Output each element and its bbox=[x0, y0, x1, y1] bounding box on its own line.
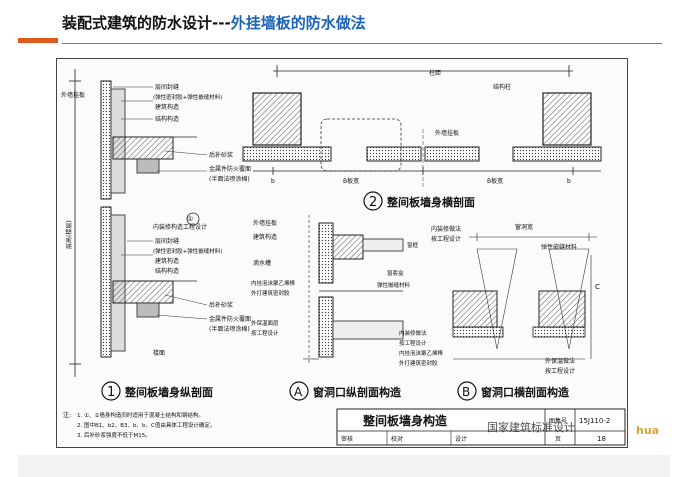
s1-label-6: 金属件防火覆面 bbox=[209, 165, 251, 173]
s1-label-11: 建筑构造 bbox=[155, 257, 179, 265]
a-label-5: 外保温面层 bbox=[251, 319, 279, 327]
s1-number: 1 bbox=[107, 385, 115, 400]
title-block-role-2: 校对 bbox=[391, 435, 403, 443]
s1-label-10: (弹性密封胶+弹性嵌缝材料) bbox=[153, 247, 222, 255]
a-label-13: 外打建筑密封胶 bbox=[399, 359, 438, 367]
a-label-6: 按工程设计 bbox=[251, 329, 279, 337]
title-block-role-1: 审核 bbox=[341, 435, 353, 443]
title-block-name: 整间板墙身构造 bbox=[362, 413, 448, 428]
title-block-role-3: 设计 bbox=[455, 435, 467, 443]
s1-label-0: 外墙挂板 bbox=[61, 91, 85, 99]
a-label-9: 窗框 bbox=[407, 241, 419, 249]
a-label-4: 外打建筑密封胶 bbox=[251, 289, 290, 297]
s1-label-14: 金属件防火覆面 bbox=[209, 315, 251, 323]
a-label-7: 窗套盒 bbox=[387, 269, 404, 277]
s1-number-circle bbox=[101, 381, 121, 401]
s1-label-9: 层间封缝 bbox=[155, 237, 179, 245]
title-block-atlas-label: 图集号 bbox=[549, 417, 567, 425]
s2-label-5: b bbox=[271, 178, 275, 185]
b-label-0: 内装修做法 bbox=[431, 225, 461, 233]
drawing-sheet: 外墙挂板 层间封缝 (弹性密封胶+弹性嵌缝材料) 建筑构造 结构构造 后补砂浆 … bbox=[56, 58, 628, 448]
a-title: 窗洞口纵剖面构造 bbox=[313, 385, 402, 399]
s1-label-5: 后补砂浆 bbox=[209, 151, 233, 159]
a-letter-circle bbox=[289, 381, 309, 401]
b-label-1: 按工程设计 bbox=[431, 235, 461, 243]
b-label-5: 按工程设计 bbox=[545, 367, 575, 375]
a-letter: A bbox=[294, 385, 303, 399]
s2-number-circle bbox=[363, 191, 383, 211]
s2-label-3: B板宽 bbox=[343, 177, 359, 185]
s1-label-15: (半面法喷涂棉) bbox=[209, 325, 250, 333]
section-1-drawing bbox=[69, 69, 208, 377]
a-label-10: 内装修做法 bbox=[399, 329, 427, 337]
note-2: 2. 图中B1、b2、B3、b、b、C值由具体工程设计确定。 bbox=[77, 421, 215, 429]
section-2-drawing bbox=[242, 65, 602, 189]
s1-label-4: 结构构造 bbox=[155, 115, 179, 123]
slide-header: 装配式建筑的防水设计---外挂墙板的防水做法 bbox=[0, 0, 688, 46]
s2-label-1: 结构柱 bbox=[493, 83, 511, 91]
drawing-watermark: 国家建筑标准设计 bbox=[487, 420, 575, 434]
s2-label-2: 外墙挂板 bbox=[435, 129, 459, 137]
s2-label-4: B板宽 bbox=[487, 177, 503, 185]
note-3: 3. 后补砂浆强度不低于M15。 bbox=[77, 431, 151, 439]
s1-label-12: 结构构造 bbox=[155, 267, 179, 275]
a-label-0: 外墙挂板 bbox=[253, 219, 277, 227]
construction-drawing: 外墙挂板 层间封缝 (弹性密封胶+弹性嵌缝材料) 建筑构造 结构构造 后补砂浆 … bbox=[61, 65, 626, 446]
s2-title: 整间板墙身横剖面 bbox=[386, 195, 475, 209]
s1-dim-height: 层高(楼层) bbox=[65, 220, 73, 249]
title-block-atlas-no: 15J110-2 bbox=[579, 417, 610, 425]
detail-b-drawing bbox=[452, 233, 597, 360]
next-slide-strip bbox=[18, 455, 670, 477]
a-label-1: 建筑构造 bbox=[253, 233, 277, 241]
s2-label-6: b bbox=[567, 178, 571, 185]
title-block-page-label: 页 bbox=[555, 436, 561, 443]
a-label-2: 滴水槽 bbox=[253, 259, 271, 267]
b-letter: B bbox=[462, 385, 470, 399]
s1-label-7: (半面法喷涂棉) bbox=[209, 175, 250, 183]
slide-title: 装配式建筑的防水设计---外挂墙板的防水做法 bbox=[62, 12, 366, 33]
b-label-3: 弹性嵌缝材料 bbox=[541, 243, 577, 251]
s2-label-0: 柱距 bbox=[429, 69, 441, 77]
a-label-8: 弹性嵌缝材料 bbox=[377, 281, 411, 289]
title-block-page-no: 18 bbox=[597, 435, 606, 443]
s1-title: 整间板墙身纵剖面 bbox=[124, 385, 213, 399]
b-letter-circle bbox=[457, 381, 477, 401]
s1-label-13: 后补砂浆 bbox=[209, 301, 233, 309]
detail-a-drawing bbox=[303, 215, 404, 365]
a-label-11: 按工程设计 bbox=[399, 339, 427, 347]
b-label-2: 窗洞宽 bbox=[515, 223, 533, 231]
b-label-6: C bbox=[595, 283, 600, 291]
slide-title-main: 装配式建筑的防水设计--- bbox=[62, 14, 231, 32]
notes-label: 注: bbox=[63, 411, 71, 419]
title-underline bbox=[62, 43, 662, 44]
b-title: 窗洞口横剖面构造 bbox=[481, 385, 570, 399]
s1-label-8: 内装修构造工程设计 bbox=[153, 223, 207, 231]
title-accent-bar bbox=[18, 38, 58, 43]
s1-label-1: 层间封缝 bbox=[155, 83, 179, 91]
a-label-12: 内挂泡沫聚乙烯棒 bbox=[399, 349, 444, 357]
s1-label-3: 建筑构造 bbox=[155, 103, 179, 111]
s2-number: 2 bbox=[369, 195, 377, 210]
watermark-right: hua bbox=[636, 424, 660, 437]
title-block bbox=[336, 408, 626, 446]
slide-title-sub: 外挂墙板的防水做法 bbox=[230, 14, 366, 32]
s1-marker: ① bbox=[187, 215, 193, 223]
a-label-3: 内挂泡沫聚乙烯棒 bbox=[251, 279, 296, 287]
b-label-4: 外保温做法 bbox=[545, 357, 575, 365]
s1-dim-floor: 楼面 bbox=[153, 349, 165, 357]
s1-label-2: (弹性密封胶+弹性嵌缝材料) bbox=[153, 93, 222, 101]
note-1: 1. ①、②墙身构造同时适用于混凝土结构和钢结构。 bbox=[77, 411, 204, 419]
